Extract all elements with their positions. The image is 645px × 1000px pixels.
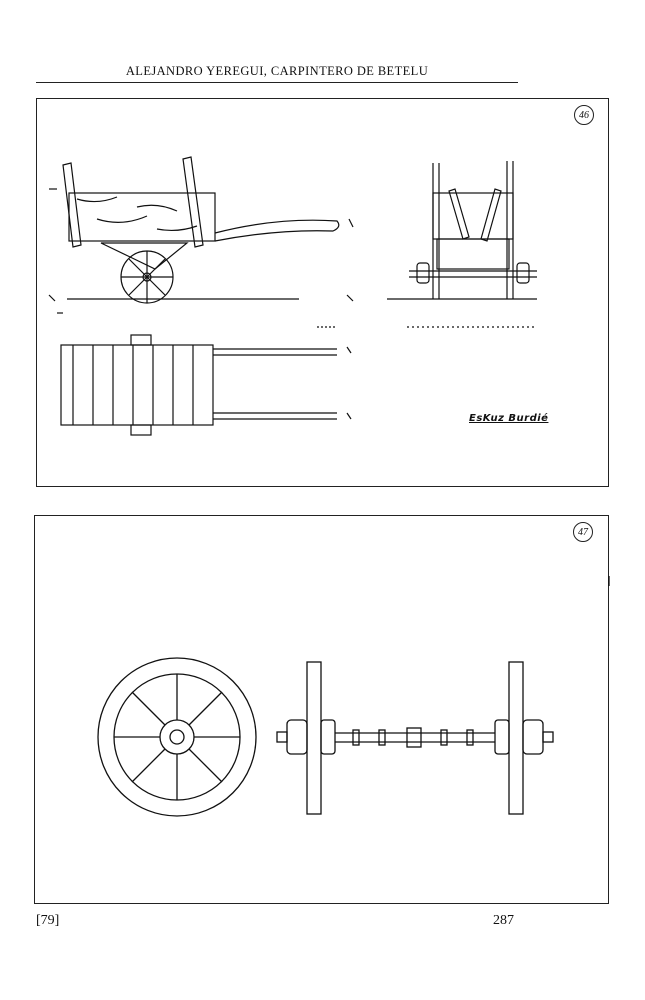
wheelbarrow-drawing bbox=[48, 156, 537, 436]
header-rule bbox=[36, 82, 518, 83]
plate-number-47: 47 bbox=[573, 522, 593, 542]
running-title: ALEJANDRO YEREGUI, CARPINTERO DE BETELU bbox=[125, 64, 429, 78]
plate-46: 46 bbox=[36, 98, 609, 487]
plate-number-46: 46 bbox=[574, 105, 594, 125]
artist-signature: EsKuz Burdié bbox=[469, 413, 549, 424]
section-reference: [79] bbox=[36, 913, 60, 928]
plate-47: 47 bbox=[34, 515, 610, 904]
wheel-and-axle-drawing bbox=[97, 576, 610, 817]
page-number: 287 bbox=[493, 913, 514, 928]
